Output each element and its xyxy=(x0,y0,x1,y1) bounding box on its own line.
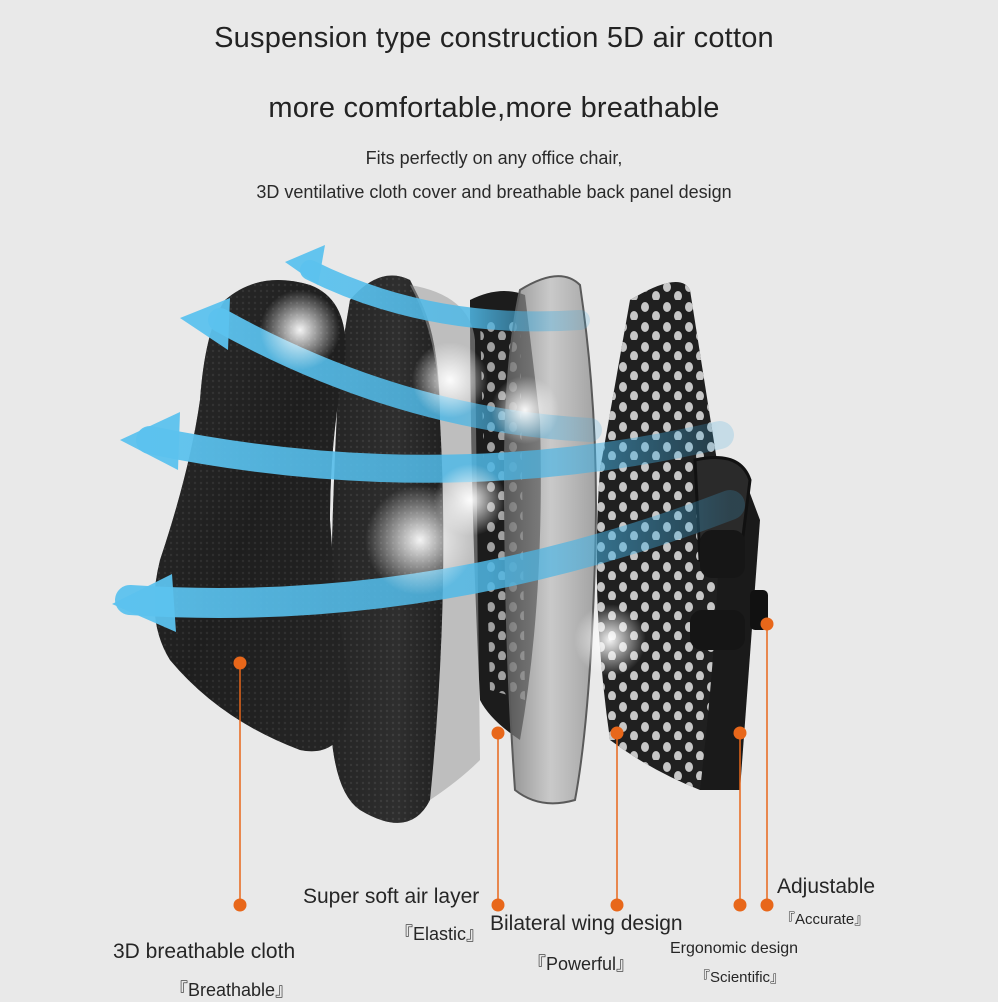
airflow-arrowheads xyxy=(112,245,325,632)
description-line-2: 3D ventilative cloth cover and breathabl… xyxy=(256,182,732,202)
tag-accurate: 『Accurate』 xyxy=(780,911,870,928)
tag-powerful: 『Powerful』 xyxy=(528,954,635,974)
headline-line-1: Suspension type construction 5D air cott… xyxy=(214,22,774,54)
callout-lines xyxy=(239,624,768,905)
label-adjustable: Adjustable xyxy=(777,875,876,898)
air-smoke-puffs xyxy=(260,290,646,676)
tag-breathable: 『Breathable』 xyxy=(170,980,294,1000)
label-breathable-cloth: 3D breathable cloth xyxy=(113,940,296,963)
callout-dot-icon xyxy=(233,617,774,912)
tag-elastic: 『Elastic』 xyxy=(395,924,485,944)
exploded-product-illustration xyxy=(112,245,774,912)
description-line-1: Fits perfectly on any office chair, xyxy=(365,148,623,168)
front-cushion xyxy=(154,280,350,752)
label-ergonomic: Ergonomic design xyxy=(670,940,799,957)
label-air-layer: Super soft air layer xyxy=(303,885,480,908)
headline-line-2: more comfortable,more breathable xyxy=(268,92,720,124)
label-wing-design: Bilateral wing design xyxy=(490,912,683,935)
tag-scientific: 『Scientific』 xyxy=(695,969,786,986)
